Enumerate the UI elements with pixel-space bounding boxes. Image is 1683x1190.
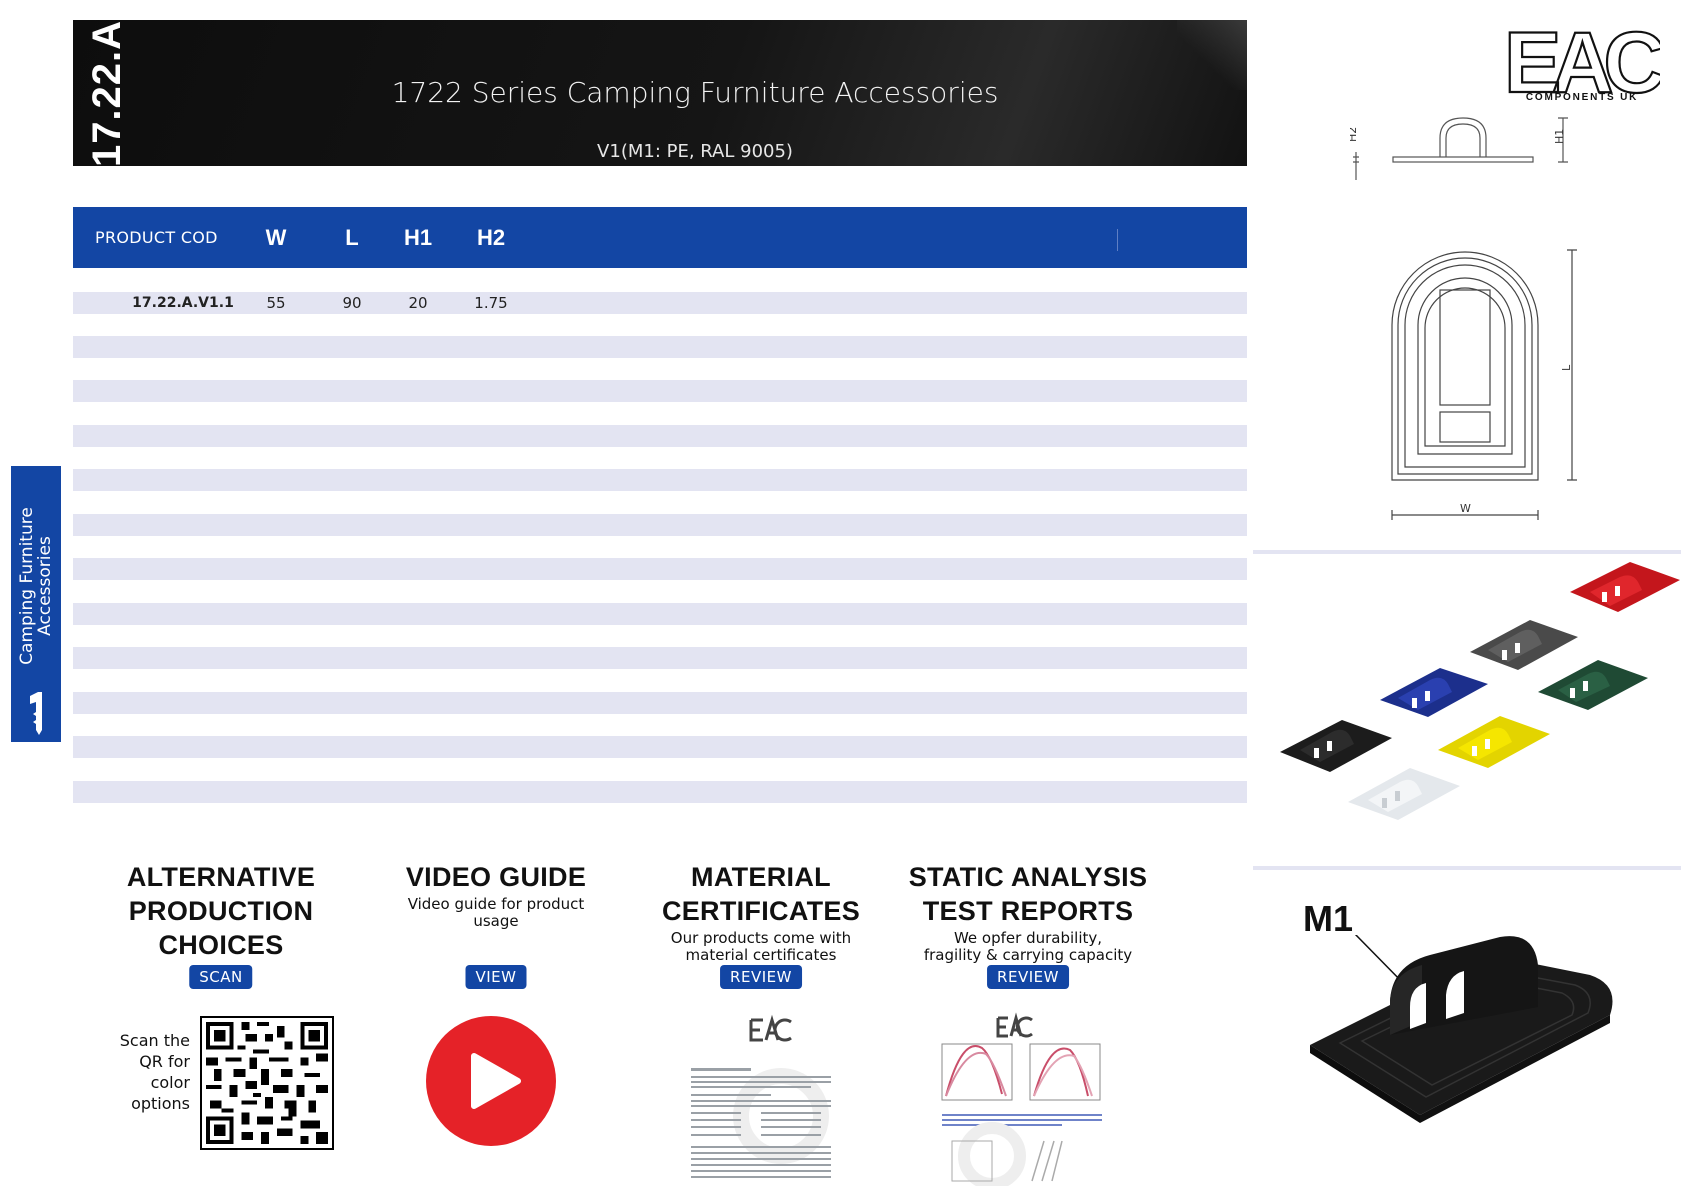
review-certificates-button[interactable]: REVIEW (720, 965, 802, 989)
section-material-certificates: MATERIAL CERTIFICATES Our products come … (641, 860, 881, 964)
green-variant-icon (1538, 660, 1648, 710)
logo-subtitle: COMPONENTS UK (1525, 92, 1639, 103)
section-divider (1253, 866, 1681, 870)
view-video-button[interactable]: VIEW (465, 965, 527, 989)
scan-instructions: Scan the QR for color options (119, 1031, 190, 1113)
yellow-variant-icon (1438, 716, 1550, 768)
play-video-icon[interactable] (426, 1016, 556, 1146)
page-title: 1722 Series Camping Furniture Accessorie… (391, 76, 999, 109)
table-row-empty (73, 425, 1247, 447)
blue-variant-icon (1380, 668, 1488, 717)
spec-table-header: PRODUCT COD W L H1 H2 (73, 207, 1247, 268)
cell-h2: 1.75 (474, 294, 508, 312)
test-report-thumbnail[interactable] (932, 1006, 1112, 1186)
section-alternative-production: ALTERNATIVE PRODUCTION CHOICES (101, 860, 341, 962)
qr-code-icon[interactable] (200, 1016, 334, 1150)
scan-button[interactable]: SCAN (189, 965, 253, 989)
section-description: Our products come with material certific… (670, 929, 852, 964)
category-side-tab: Camping Furniture Accessories (11, 466, 61, 742)
white-variant-icon (1348, 768, 1460, 820)
review-reports-button[interactable]: REVIEW (987, 965, 1069, 989)
side-elevation-drawing: H2 H1 (1350, 117, 1568, 180)
section-title: MATERIAL CERTIFICATES (661, 862, 861, 926)
category-label-line1: Camping Furniture (17, 507, 37, 665)
cell-l: 90 (342, 294, 362, 312)
section-video-guide: VIDEO GUIDE Video guide for product usag… (376, 860, 616, 930)
table-row-empty (73, 647, 1247, 669)
cell-h1: 20 (408, 294, 428, 312)
header-banner: 17.22.A 1722 Series Camping Furniture Ac… (73, 20, 1247, 166)
red-variant-icon (1570, 562, 1680, 612)
table-row-empty (73, 514, 1247, 536)
table-row-empty (73, 603, 1247, 625)
dim-label-w: W (1460, 502, 1471, 515)
table-row-empty (73, 380, 1247, 402)
logo-wordmark: EAC (1504, 18, 1660, 106)
material-label-m1: M1 (1303, 898, 1354, 939)
eac-logo: EAC (1503, 18, 1660, 106)
black-variant-icon (1280, 720, 1392, 772)
cell-product-code: 17.22.A.V1.1 (132, 295, 234, 311)
col-header-w: W (265, 224, 287, 250)
table-row-empty (73, 736, 1247, 758)
page-subtitle: V1(M1: PE, RAL 9005) (597, 141, 793, 162)
section-description: Video guide for product usage (407, 895, 585, 930)
table-row-empty (73, 336, 1247, 358)
certificate-document-thumbnail[interactable] (671, 1006, 851, 1186)
grey-variant-icon (1470, 620, 1578, 670)
section-title: VIDEO GUIDE (405, 862, 587, 892)
top-view-drawing: L W (1391, 249, 1577, 520)
table-row-empty (73, 469, 1247, 491)
col-header-h2: H2 (476, 224, 506, 250)
col-header-product-code: PRODUCT COD (95, 228, 218, 247)
table-row-empty (73, 558, 1247, 580)
section-title: STATIC ANALYSIS TEST REPORTS (908, 862, 1148, 926)
header-separator (1117, 229, 1118, 251)
cell-w: 55 (266, 294, 286, 312)
dim-label-h2: H2 (1350, 127, 1359, 142)
category-label-line2: Accessories (35, 536, 55, 636)
table-row: 17.22.A.V1.1 55 90 20 1.75 (73, 292, 1247, 314)
color-variants-image (1280, 562, 1680, 820)
category-peg-icon (30, 692, 42, 735)
section-title: ALTERNATIVE PRODUCTION CHOICES (126, 862, 316, 960)
table-row-empty (73, 781, 1247, 803)
m1-product-render (1310, 935, 1613, 1123)
dim-label-l: L (1560, 364, 1573, 371)
dim-label-h1: H1 (1553, 129, 1566, 144)
col-header-l: L (345, 224, 359, 250)
section-divider (1253, 550, 1681, 554)
section-static-analysis: STATIC ANALYSIS TEST REPORTS We opfer du… (908, 860, 1148, 981)
col-header-h1: H1 (403, 224, 433, 250)
table-row-empty (73, 692, 1247, 714)
